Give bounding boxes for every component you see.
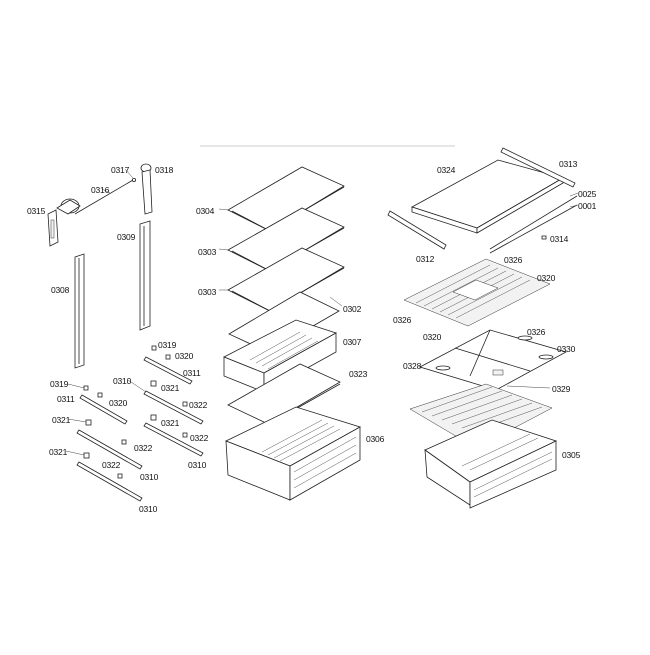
part-label-0310: 0310	[140, 472, 159, 482]
part-label-0321: 0321	[161, 418, 180, 428]
part-label-0310: 0310	[188, 460, 207, 470]
part-label-0303: 0303	[198, 287, 217, 297]
part-label-0304: 0304	[196, 206, 215, 216]
part-label-0318: 0318	[155, 165, 174, 175]
part-label-0321: 0321	[49, 447, 68, 457]
part-label-0322: 0322	[189, 400, 208, 410]
part-label-0310: 0310	[113, 376, 132, 386]
part-label-0320: 0320	[537, 273, 556, 283]
part-label-0324: 0324	[437, 165, 456, 175]
part-label-0309: 0309	[117, 232, 136, 242]
covers-0328-0330	[418, 329, 568, 391]
part-label-0305: 0305	[562, 450, 581, 460]
shelf-0303-a	[227, 207, 345, 272]
part-label-0310: 0310	[139, 504, 158, 514]
part-label-0322: 0322	[190, 433, 209, 443]
part-label-0328: 0328	[403, 361, 422, 371]
leader-lines-right	[506, 192, 579, 389]
clip-0314	[541, 235, 547, 240]
part-label-0326: 0326	[393, 315, 412, 325]
hinge-assembly-0315	[47, 198, 81, 247]
rail-0313	[500, 147, 576, 188]
leader-lines-left	[65, 168, 147, 456]
part-label-0312: 0312	[416, 254, 435, 264]
part-label-0025: 0025	[578, 189, 597, 199]
grille-lower	[409, 383, 553, 449]
part-label-0315: 0315	[27, 206, 46, 216]
part-label-0316: 0316	[91, 185, 110, 195]
part-label-0326: 0326	[527, 327, 546, 337]
strip-0025	[489, 195, 578, 250]
part-label-0317: 0317	[111, 165, 130, 175]
part-label-0313: 0313	[559, 159, 578, 169]
part-label-0314: 0314	[550, 234, 569, 244]
part-label-0320: 0320	[423, 332, 442, 342]
part-label-0001: 0001	[578, 201, 597, 211]
part-label-0306: 0306	[366, 434, 385, 444]
hinge-0318	[140, 163, 153, 215]
part-label-0307: 0307	[343, 337, 362, 347]
part-label-0311: 0311	[183, 368, 201, 378]
part-label-0320: 0320	[175, 351, 194, 361]
screw-0317	[131, 177, 136, 182]
leader-lines-middle	[218, 208, 343, 307]
part-label-0322: 0322	[134, 443, 153, 453]
part-label-0311: 0311	[57, 394, 75, 404]
rod-0316	[74, 179, 134, 215]
part-label-0303: 0303	[198, 247, 217, 257]
part-label-0326: 0326	[504, 255, 523, 265]
drawer-0305	[424, 419, 558, 509]
part-label-0319: 0319	[50, 379, 69, 389]
part-label-0319: 0319	[158, 340, 177, 350]
part-label-0321: 0321	[161, 383, 180, 393]
shelf-0324	[410, 159, 565, 234]
small-clips	[83, 345, 188, 479]
grille-0326-0320	[403, 258, 551, 327]
rail-0308	[74, 253, 85, 369]
part-label-0321: 0321	[52, 415, 71, 425]
part-label-0322: 0322	[102, 460, 121, 470]
rail-0312	[387, 210, 447, 250]
part-label-0323: 0323	[349, 369, 368, 379]
drawer-0306	[225, 406, 362, 501]
part-label-0329: 0329	[552, 384, 571, 394]
part-label-0308: 0308	[51, 285, 70, 295]
slide-rails	[76, 356, 204, 502]
strip-0001	[489, 204, 578, 254]
rail-0309	[139, 220, 151, 331]
part-label-0320: 0320	[109, 398, 128, 408]
part-label-0330: 0330	[557, 344, 576, 354]
part-label-0302: 0302	[343, 304, 362, 314]
